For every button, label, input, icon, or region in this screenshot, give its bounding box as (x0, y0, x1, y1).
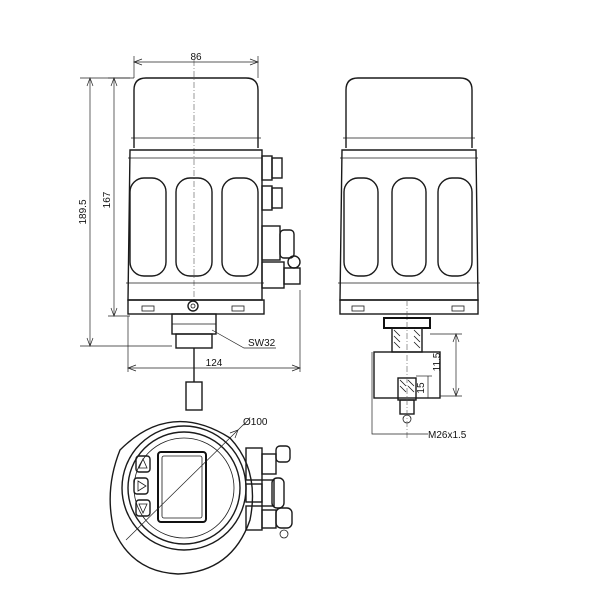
side-view-connectors (261, 155, 301, 289)
right-arrow-icon (137, 480, 147, 492)
button-up[interactable] (135, 455, 151, 473)
display-screen (157, 451, 207, 523)
front-view-grip-center (391, 177, 427, 277)
front-view-bottom-plate (339, 299, 479, 315)
height-total-label: 189.5 (78, 199, 89, 224)
probe-depth-label: 15 (416, 382, 427, 394)
front-view-grip-left (343, 177, 379, 277)
diameter-leader (125, 429, 239, 541)
side-view-grip-right (221, 177, 259, 277)
dim-height-body (108, 77, 130, 317)
dim-probe-length (430, 333, 462, 397)
dim-width-overall (127, 290, 301, 372)
side-view-body (127, 149, 263, 301)
side-view-top-cap (133, 77, 259, 148)
display-view (109, 420, 293, 575)
side-view-grip-center (175, 177, 213, 277)
dim-height-total (80, 77, 172, 347)
wrench-size-label: SW32 (248, 338, 276, 349)
front-view (338, 77, 480, 440)
wrench-leader (211, 329, 276, 349)
side-view-grip-left (129, 177, 167, 277)
down-arrow-icon (138, 503, 148, 514)
button-down[interactable] (135, 499, 151, 517)
diameter-label: Ø100 (243, 417, 268, 428)
side-view-probe (185, 381, 203, 411)
display-view-connectors (245, 445, 293, 539)
display-view-housing (109, 420, 254, 575)
side-view (80, 56, 301, 411)
thread-label: M26x1.5 (428, 430, 467, 441)
display-view-outer-ring (121, 425, 247, 551)
side-view-screw (187, 300, 199, 312)
dim-width-top (133, 56, 259, 78)
display-view-bezel (127, 431, 241, 545)
width-overall-label: 124 (206, 358, 223, 369)
side-view-thread (175, 333, 213, 349)
probe-length-label: 11.5 (432, 352, 443, 371)
front-view-top-cap (345, 77, 473, 148)
up-arrow-icon (138, 458, 148, 469)
width-top-label: 86 (190, 52, 202, 63)
front-view-grip-right (437, 177, 473, 277)
button-enter[interactable] (133, 477, 149, 495)
thread-leader (371, 352, 428, 435)
front-view-body (339, 149, 479, 301)
dim-probe-depth (416, 375, 432, 399)
height-body-label: 167 (102, 191, 113, 208)
